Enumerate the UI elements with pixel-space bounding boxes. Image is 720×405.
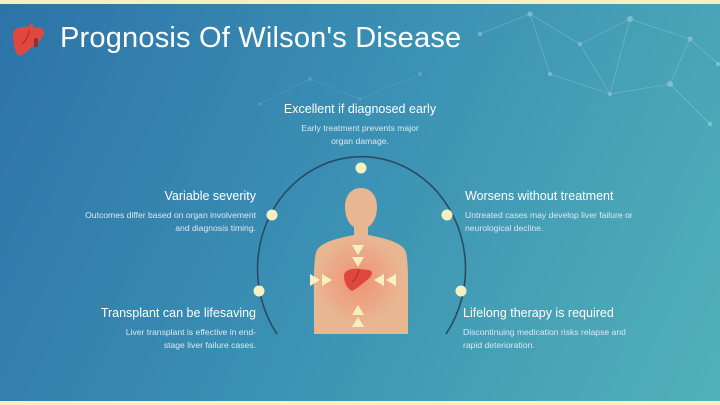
circle-marker-icon bbox=[253, 162, 467, 297]
item-description: Outcomes differ based on organ involveme… bbox=[85, 210, 256, 233]
item-heading: Excellent if diagnosed early bbox=[283, 102, 437, 116]
item-heading: Variable severity bbox=[164, 189, 256, 203]
item-description: Discontinuing medication risks relapse a… bbox=[463, 327, 626, 350]
network-decoration-faint bbox=[258, 72, 422, 106]
item-excellent: Excellent if diagnosed early Early treat… bbox=[262, 102, 458, 147]
item-heading: Worsens without treatment bbox=[465, 189, 614, 203]
arrow-icon bbox=[310, 245, 396, 327]
item-worsens: Worsens without treatment Untreated case… bbox=[465, 189, 645, 234]
network-decoration bbox=[478, 11, 720, 126]
item-transplant: Transplant can be lifesaving Liver trans… bbox=[76, 306, 256, 351]
liver-icon bbox=[13, 24, 44, 56]
item-description: Liver transplant is effective in end-sta… bbox=[125, 327, 256, 350]
item-heading: Transplant can be lifesaving bbox=[100, 306, 256, 320]
item-variable-severity: Variable severity Outcomes differ based … bbox=[84, 189, 256, 234]
page-title: Prognosis Of Wilson's Disease bbox=[60, 22, 462, 54]
item-lifelong: Lifelong therapy is required Discontinui… bbox=[463, 306, 643, 351]
item-heading: Lifelong therapy is required bbox=[463, 306, 614, 320]
item-description: Untreated cases may develop liver failur… bbox=[465, 210, 633, 233]
liver-icon bbox=[344, 268, 372, 291]
arc-line bbox=[256, 155, 467, 335]
prognosis-diagram bbox=[253, 155, 467, 335]
item-description: Early treatment prevents major organ dam… bbox=[301, 123, 419, 146]
